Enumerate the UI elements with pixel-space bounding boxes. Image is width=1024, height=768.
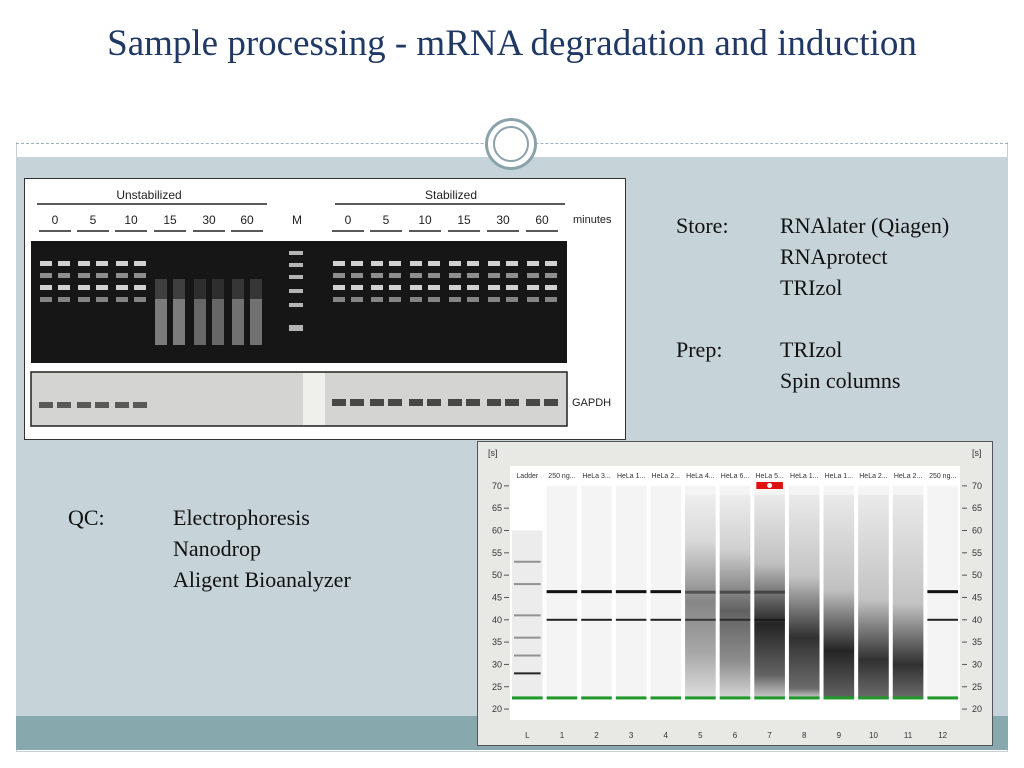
gel-time-label: 5 <box>90 213 97 227</box>
prep-list: TRIzol Spin columns <box>780 334 900 396</box>
bio-ytick-left: 50 <box>492 570 502 580</box>
store-item: RNAlater (Qiagen) <box>780 213 950 238</box>
bio-lane-header: Ladder <box>516 473 538 480</box>
gel-main-panel <box>31 241 567 363</box>
bio-ytick-right: 50 <box>972 570 982 580</box>
bio-lane-header: HeLa 2... <box>859 473 887 480</box>
qc-item: Aligent Bioanalyzer <box>173 567 351 592</box>
gel-units-label: minutes <box>573 214 612 226</box>
bio-lane-label: 9 <box>837 731 842 740</box>
store-item: RNAprotect <box>780 244 888 269</box>
bio-ytick-right: 65 <box>972 503 982 513</box>
store-list: RNAlater (Qiagen) RNAprotect TRIzol <box>780 210 949 303</box>
gel-electrophoresis-image: Unstabilized Stabilized 0 5 10 15 30 60 0 5 10 15… <box>24 178 626 440</box>
qc-item: Nanodrop <box>173 536 261 561</box>
bio-lane-header: HeLa 1... <box>617 473 645 480</box>
bio-ytick-left: 60 <box>492 526 502 536</box>
bio-ytick-left: 45 <box>492 592 502 602</box>
bio-lane-label: 2 <box>594 731 599 740</box>
bio-lane-header: 250 ng... <box>929 473 956 480</box>
bio-ytick-right: 40 <box>972 615 982 625</box>
bio-lane-header: HeLa 4... <box>686 473 714 480</box>
bio-ytick-left: 70 <box>492 481 502 491</box>
prep-item: TRIzol <box>780 337 843 362</box>
bio-lane-header: 250 ng... <box>548 473 575 480</box>
gel-group-unstabilized: Unstabilized <box>116 188 181 202</box>
store-label: Store: <box>676 213 729 238</box>
bio-ytick-right: 45 <box>972 592 982 602</box>
bio-axis-unit-right: [s] <box>972 448 982 458</box>
bio-ytick-left: 55 <box>492 548 502 558</box>
bio-lane-label: 12 <box>938 731 947 740</box>
slide-title: Sample processing - mRNA degradation and… <box>107 23 917 64</box>
bio-lane-label: 11 <box>904 731 913 740</box>
gel-time-label: 10 <box>124 213 138 227</box>
bio-ytick-left: 40 <box>492 615 502 625</box>
gapdh-label: GAPDH <box>572 397 611 409</box>
qc-item: Electrophoresis <box>173 505 310 530</box>
bio-lane-label: 7 <box>767 731 772 740</box>
bio-axis-unit-left: [s] <box>488 448 498 458</box>
qc-list: Electrophoresis Nanodrop Aligent Bioanal… <box>173 502 351 595</box>
bio-lane-label: 10 <box>869 731 878 740</box>
bio-lane-header: HeLa 1... <box>825 473 853 480</box>
gel-time-label: 60 <box>240 213 254 227</box>
gel-group-stabilized: Stabilized <box>425 188 477 202</box>
gel-time-label: 10 <box>418 213 432 227</box>
bio-ytick-right: 35 <box>972 637 982 647</box>
bio-ytick-right: 30 <box>972 659 982 669</box>
store-item: TRIzol <box>780 275 843 300</box>
bio-ytick-right: 55 <box>972 548 982 558</box>
bio-lane-label: L <box>525 731 530 740</box>
bio-ytick-right: 20 <box>972 704 982 714</box>
title-circle-ornament <box>485 118 537 170</box>
bio-lane-header: HeLa 5... <box>755 473 783 480</box>
gapdh-panel <box>30 371 568 427</box>
bio-lane-label: 4 <box>664 731 669 740</box>
bio-lane-header: HeLa 1... <box>790 473 818 480</box>
gel-time-label: 0 <box>345 213 352 227</box>
gel-time-label: 60 <box>535 213 549 227</box>
gel-figure: Unstabilized Stabilized 0 5 10 15 30 60 0 5 10 15… <box>30 188 612 427</box>
bio-lane-header: HeLa 6... <box>721 473 749 480</box>
prep-label: Prep: <box>676 337 723 362</box>
prep-item: Spin columns <box>780 368 901 393</box>
bio-lane-label: 5 <box>698 731 703 740</box>
bio-lane-label: 1 <box>560 731 565 740</box>
bio-ytick-left: 20 <box>492 704 502 714</box>
bio-ytick-right: 25 <box>972 682 982 692</box>
bio-lane-label: 8 <box>802 731 807 740</box>
bio-lane-header: HeLa 2... <box>894 473 922 480</box>
bio-ytick-right: 70 <box>972 481 982 491</box>
gel-time-label: 15 <box>457 213 471 227</box>
bio-ytick-right: 60 <box>972 526 982 536</box>
bio-lane-header: HeLa 2... <box>652 473 680 480</box>
bio-lane-header: HeLa 3... <box>582 473 610 480</box>
gel-time-label: 0 <box>52 213 59 227</box>
bio-ytick-left: 25 <box>492 682 502 692</box>
gel-time-label: 15 <box>163 213 177 227</box>
bio-lane-label: 3 <box>629 731 634 740</box>
qc-label: QC: <box>68 505 105 530</box>
bio-ytick-left: 30 <box>492 659 502 669</box>
gel-marker-label: M <box>292 213 302 227</box>
gel-time-label: 30 <box>202 213 216 227</box>
gel-time-label: 30 <box>496 213 510 227</box>
bio-ytick-left: 35 <box>492 637 502 647</box>
bio-lane-label: 6 <box>733 731 738 740</box>
gel-time-label: 5 <box>383 213 390 227</box>
bio-ytick-left: 65 <box>492 503 502 513</box>
